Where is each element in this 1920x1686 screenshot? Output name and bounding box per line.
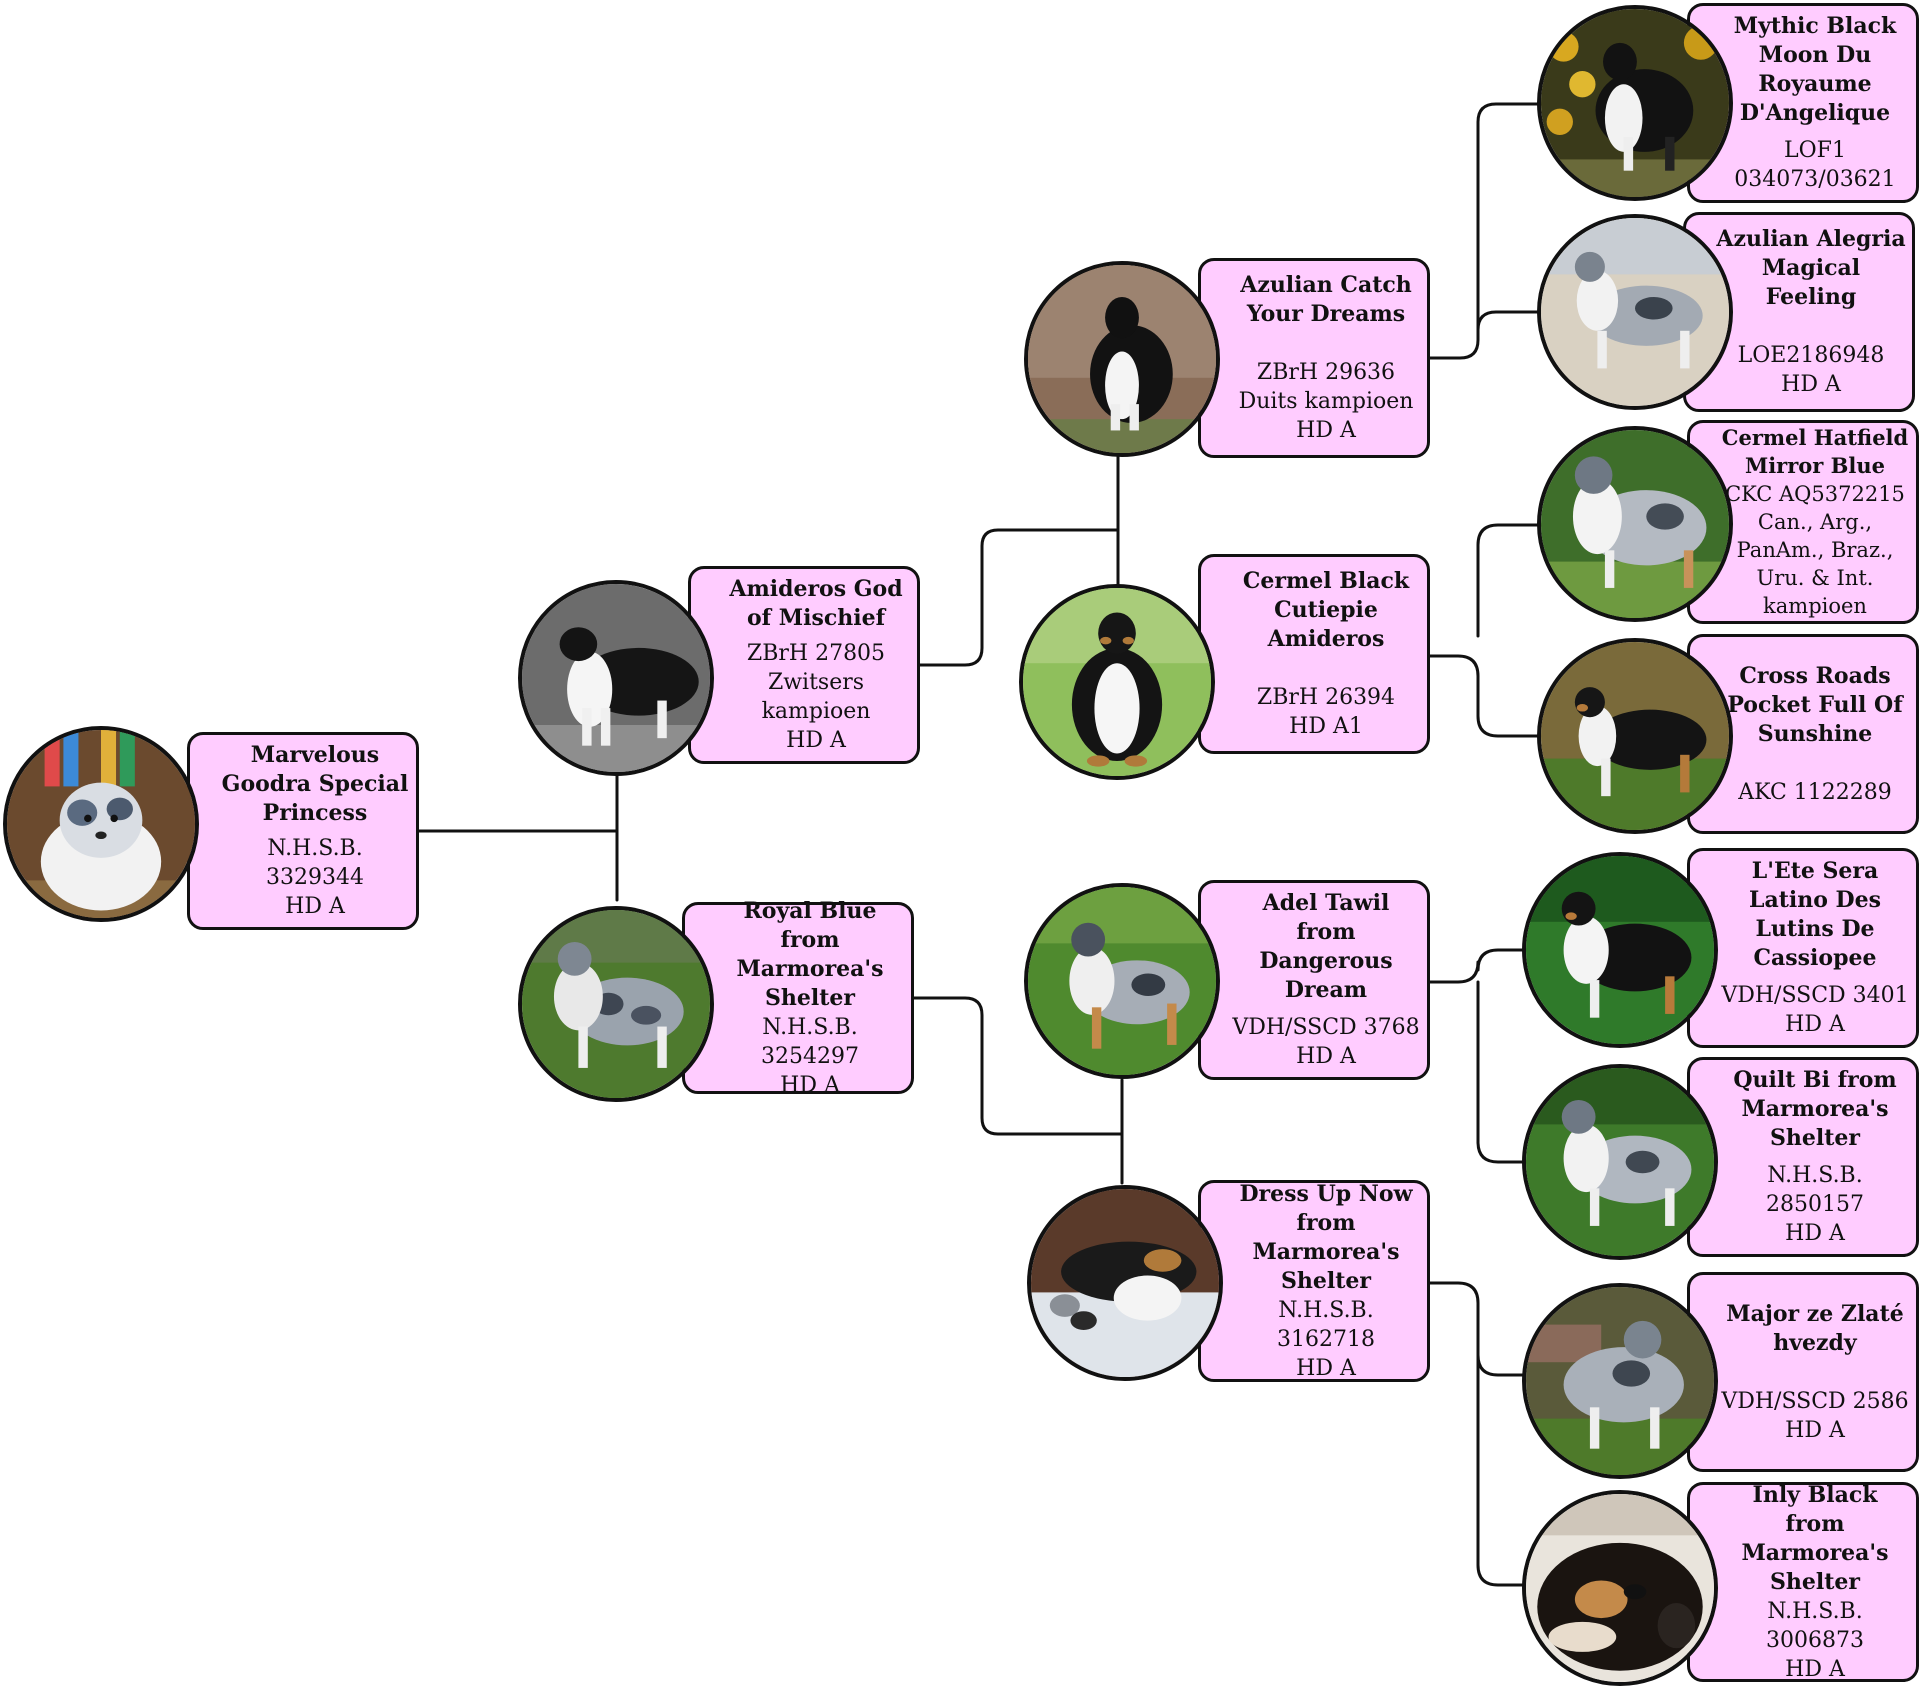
- dog-photo-sire-sire: [1024, 261, 1220, 457]
- dog-info: N.H.S.B. 3254297 HD A: [761, 1014, 859, 1098]
- dog-name: Azulian Catch Your Dreams: [1240, 272, 1412, 327]
- dog-info: ZBrH 29636 Duits kampioen HD A: [1238, 360, 1414, 443]
- dog-info: VDH/SSCD 3401 HD A: [1721, 983, 1909, 1037]
- dog-card-sd-sire: Cermel Hatfield Mirror Blue CKC AQ537221…: [1687, 420, 1919, 624]
- dog-info: N.H.S.B. 2850157 HD A: [1766, 1163, 1864, 1246]
- dog-name: Azulian Alegria Magical Feeling: [1716, 226, 1906, 310]
- connector-dam: [911, 996, 1124, 1185]
- dog-info: CKC AQ5372215 Can., Arg., PanAm., Braz.,…: [1725, 482, 1905, 618]
- dog-name: Cermel Hatfield Mirror Blue: [1721, 425, 1909, 478]
- dog-photo-ds-sire: [1522, 852, 1718, 1048]
- dog-photo-sd-sire: [1537, 426, 1733, 622]
- dog-photo-ds-dam: [1522, 1064, 1718, 1260]
- dog-name: Quilt Bi from Marmorea's Shelter: [1733, 1067, 1897, 1151]
- connector-dd: [1428, 1281, 1524, 1587]
- connector-ds: [1428, 948, 1530, 1164]
- dog-name: Amideros God of Mischief: [729, 576, 903, 631]
- connector-ss: [1428, 102, 1544, 360]
- dog-card-dam: Royal Blue from Marmorea's Shelter N.H.S…: [682, 898, 914, 1098]
- dog-card-dd-sire: Major ze Zlaté hvezdy VDH/SSCD 2586 HD A: [1687, 1272, 1919, 1472]
- dog-card-dam-dam: Dress Up Now from Marmorea's Shelter N.H…: [1198, 1180, 1430, 1382]
- dog-info: N.H.S.B. 3006873 HD A: [1766, 1598, 1864, 1682]
- dog-photo-dam-dam: [1027, 1185, 1223, 1381]
- dog-info: ZBrH 26394 HD A1: [1256, 685, 1396, 739]
- dog-card-ds-sire: L'Ete Sera Latino Des Lutins De Cassiope…: [1687, 848, 1919, 1048]
- dog-info: LOF1 034073/03621: [1734, 138, 1896, 192]
- connector-sire: [918, 440, 1120, 667]
- dog-photo-subject: [3, 726, 199, 922]
- dog-photo-sire-dam: [1019, 584, 1215, 780]
- dog-card-ds-dam: Quilt Bi from Marmorea's Shelter N.H.S.B…: [1687, 1057, 1919, 1257]
- dog-name: Dress Up Now from Marmorea's Shelter: [1239, 1180, 1413, 1294]
- dog-name: Major ze Zlaté hvezdy: [1726, 1300, 1904, 1356]
- dog-name: Royal Blue from Marmorea's Shelter: [736, 897, 884, 1011]
- dog-card-ss-dam: Azulian Alegria Magical Feeling LOE21869…: [1683, 212, 1915, 412]
- dog-card-subject: Marvelous Goodra Special Princess N.H.S.…: [187, 732, 419, 930]
- dog-photo-dam: [518, 906, 714, 1102]
- dog-photo-sire: [518, 580, 714, 776]
- dog-photo-dd-sire: [1522, 1283, 1718, 1479]
- dog-card-sire-dam: Cermel Black Cutiepie Amideros ZBrH 2639…: [1198, 554, 1430, 754]
- dog-name: Cross Roads Pocket Full Of Sunshine: [1727, 662, 1903, 747]
- dog-photo-dam-sire: [1024, 883, 1220, 1079]
- dog-photo-ss-dam: [1537, 214, 1733, 410]
- dog-name: Adel Tawil from Dangerous Dream: [1259, 890, 1393, 1003]
- dog-info: ZBrH 27805 Zwitsers kampioen HD A: [746, 641, 886, 753]
- dog-info: AKC 1122289: [1738, 779, 1892, 805]
- dog-photo-ss-sire: [1537, 5, 1733, 201]
- dog-info: N.H.S.B. 3329344 HD A: [266, 836, 364, 919]
- dog-info: N.H.S.B. 3162718 HD A: [1277, 1297, 1375, 1381]
- dog-card-dam-sire: Adel Tawil from Dangerous Dream VDH/SSCD…: [1198, 880, 1430, 1080]
- connector-sd: [1428, 523, 1544, 738]
- dog-info: VDH/SSCD 3768 HD A: [1232, 1015, 1420, 1069]
- dog-info: VDH/SSCD 2586 HD A: [1721, 1388, 1909, 1443]
- dog-card-dd-dam: Inly Black from Marmorea's Shelter N.H.S…: [1687, 1482, 1919, 1682]
- dog-photo-dd-dam: [1522, 1490, 1718, 1686]
- dog-photo-sd-dam: [1537, 638, 1733, 834]
- dog-info: LOE2186948 HD A: [1737, 343, 1885, 397]
- dog-name: L'Ete Sera Latino Des Lutins De Cassiope…: [1748, 858, 1882, 971]
- dog-card-sire: Amideros God of Mischief ZBrH 27805 Zwit…: [688, 566, 920, 764]
- dog-name: Mythic Black Moon Du Royaume D'Angelique: [1733, 13, 1897, 126]
- dog-name: Cermel Black Cutiepie Amideros: [1242, 568, 1410, 652]
- dog-card-sire-sire: Azulian Catch Your Dreams ZBrH 29636 Dui…: [1198, 258, 1430, 458]
- dog-name: Inly Black from Marmorea's Shelter: [1741, 1481, 1889, 1595]
- dog-name: Marvelous Goodra Special Princess: [221, 742, 409, 826]
